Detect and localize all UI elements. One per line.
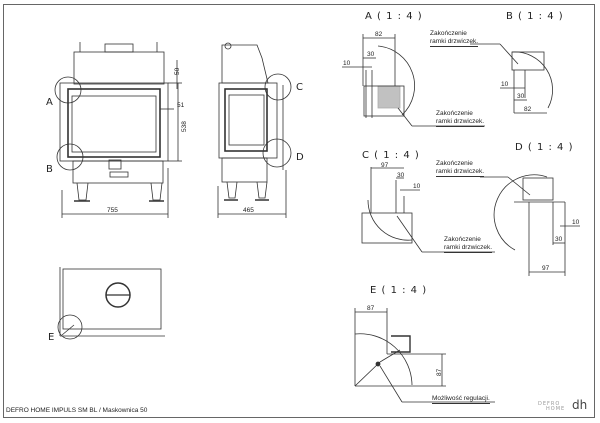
detail-c-dim-10: 10 <box>413 183 421 190</box>
detail-c-title: C ( 1 : 4 ) <box>362 150 420 161</box>
callout-label-d: D <box>296 152 305 163</box>
drawing-title: DEFRO HOME IMPULS SM BL / Maskownica 50 <box>6 407 148 414</box>
detail-d-dim-97: 97 <box>542 265 550 272</box>
top-view <box>57 267 165 340</box>
dim-top-offset: 50 <box>174 67 181 75</box>
front-leg-left <box>76 182 89 201</box>
dim-side-offset: 51 <box>177 102 185 109</box>
detail-a-title: A ( 1 : 4 ) <box>365 11 423 22</box>
detail-a-note-top: Zakończenie ramki drzwiczek. <box>430 30 479 47</box>
detail-c-note-top: Zakończenie ramki drzwiczek. <box>436 160 485 177</box>
detail-d-dim-30: 30 <box>555 236 563 243</box>
detail-d <box>480 174 580 276</box>
callout-label-e: E <box>48 332 56 343</box>
detail-a <box>342 34 485 127</box>
side-view <box>217 42 292 218</box>
detail-e-dim-87-vertical: 87 <box>436 368 443 376</box>
detail-e <box>354 308 495 403</box>
detail-d-title: D ( 1 : 4 ) <box>515 142 574 153</box>
brand-logo: DEFRO HOME <box>538 401 566 412</box>
front-flue-collar <box>104 43 134 53</box>
detail-b <box>470 43 553 114</box>
detail-a-dim-30: 30 <box>367 51 375 58</box>
callout-label-a: A <box>46 97 54 108</box>
callout-circle-a <box>54 76 82 104</box>
callout-circle-e <box>57 314 83 340</box>
callout-label-b: B <box>46 164 54 175</box>
detail-b-dim-30: 30 <box>517 93 525 100</box>
detail-b-dim-82: 82 <box>524 106 532 113</box>
front-leg-right <box>150 182 163 201</box>
callout-circle-c <box>264 73 292 101</box>
front-door <box>67 88 161 158</box>
brand-logo-mark: dh <box>572 398 588 412</box>
detail-c-note-bottom: Zakończenie ramki drzwiczek. <box>444 236 493 253</box>
detail-a-dim-82: 82 <box>375 31 383 38</box>
detail-d-dim-10: 10 <box>572 219 580 226</box>
detail-a-dim-10: 10 <box>343 60 351 67</box>
front-top-housing <box>73 51 165 85</box>
detail-e-note: Możliwość regulacji. <box>432 395 490 404</box>
dim-width: 755 <box>107 207 118 214</box>
dim-height: 538 <box>181 121 188 132</box>
front-frame <box>59 82 169 162</box>
dim-depth: 465 <box>243 207 254 214</box>
detail-e-title: E ( 1 : 4 ) <box>370 285 428 296</box>
detail-c-dim-30: 30 <box>397 172 405 179</box>
front-glass <box>71 95 157 153</box>
side-top-housing <box>221 44 269 84</box>
detail-b-title: B ( 1 : 4 ) <box>506 11 564 22</box>
detail-b-dim-10: 10 <box>501 81 509 88</box>
front-base <box>72 160 164 184</box>
callout-circle-b <box>56 143 84 171</box>
detail-c-dim-97: 97 <box>381 162 389 169</box>
drawing-frame <box>3 4 595 418</box>
callout-label-c: C <box>296 82 304 93</box>
callout-circle-d <box>262 138 292 168</box>
detail-a-note-bottom: Zakończenie ramki drzwiczek. <box>436 110 485 127</box>
front-view <box>54 42 182 218</box>
detail-e-dim-87-horizontal: 87 <box>367 305 375 312</box>
